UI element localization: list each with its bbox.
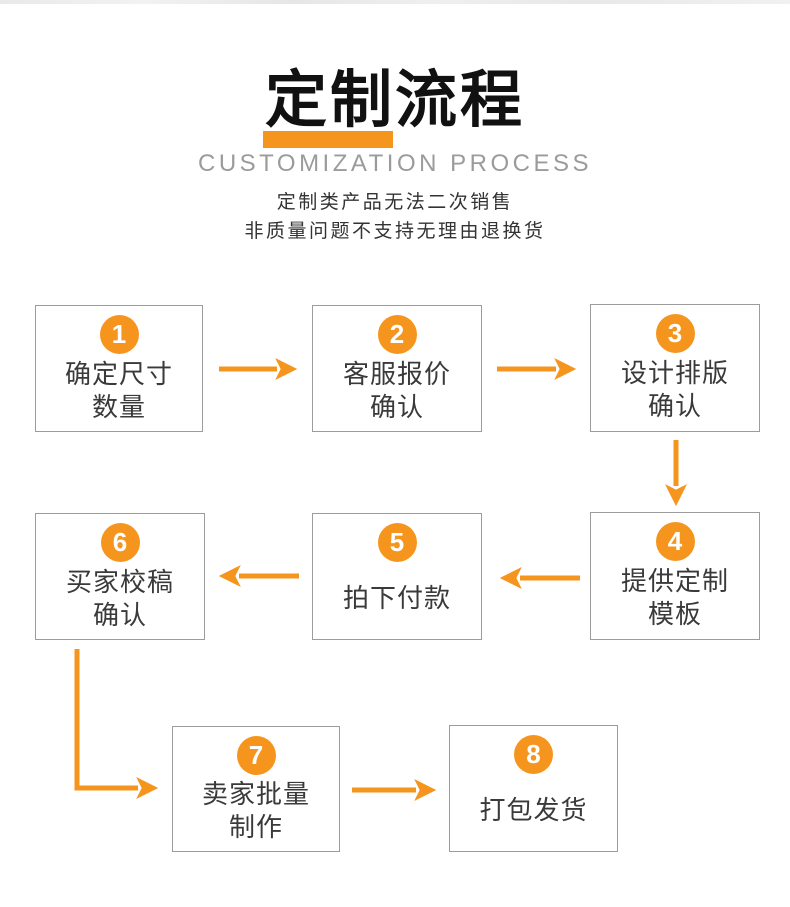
tagline-line-2: 非质量问题不支持无理由退换货 xyxy=(244,221,546,242)
step-5-number-badge: 5 xyxy=(377,523,417,562)
step-4-number-badge: 4 xyxy=(655,522,695,561)
step-number: 7 xyxy=(248,740,264,770)
step-8-number-badge: 8 xyxy=(514,735,553,774)
step-box-2: 2 客服报价 确认 xyxy=(312,305,482,432)
step-label-line: 确认 xyxy=(369,391,424,422)
step-box-1: 1 确定尺寸 数量 xyxy=(35,305,203,432)
step-label-line: 确定尺寸 xyxy=(64,358,173,389)
step-label-line: 数量 xyxy=(91,391,146,422)
step-box-3: 3 设计排版 确认 xyxy=(590,304,760,432)
step-3-label: 设计排版 确认 xyxy=(621,353,729,431)
step-box-6: 6 买家校稿 确认 xyxy=(35,513,205,640)
step-number: 5 xyxy=(389,527,405,557)
step-7-number-badge: 7 xyxy=(236,736,276,775)
step-5-label: 拍下付款 xyxy=(343,562,451,639)
step-4-label: 提供定制 模板 xyxy=(621,561,729,639)
step-number: 3 xyxy=(667,318,683,348)
page-subtitle: CUSTOMIZATION PROCESS xyxy=(198,150,592,177)
tagline: 定制类产品无法二次销售 非质量问题不支持无理由退换货 xyxy=(0,188,790,246)
step-label-line: 设计排版 xyxy=(620,358,729,388)
step-box-4: 4 提供定制 模板 xyxy=(590,512,760,640)
step-6-number-badge: 6 xyxy=(100,523,140,562)
step-box-5: 5 拍下付款 xyxy=(312,513,482,640)
step-number: 8 xyxy=(526,739,541,769)
step-number: 6 xyxy=(112,527,128,557)
step-label-line: 制作 xyxy=(228,812,283,842)
title-wrap: 定制流程 xyxy=(0,58,790,148)
header: 定制流程 CUSTOMIZATION PROCESS 定制类产品无法二次销售 非… xyxy=(0,0,790,246)
step-8-label: 打包发货 xyxy=(479,774,587,851)
step-label-line: 卖家批量 xyxy=(201,779,310,809)
step-number: 2 xyxy=(389,319,405,349)
step-label-line: 拍下付款 xyxy=(342,583,451,613)
arrow-step6-to-step7 xyxy=(74,649,159,800)
step-box-8: 8 打包发货 xyxy=(449,725,618,852)
step-label-line: 提供定制 xyxy=(620,566,729,596)
step-label-line: 确认 xyxy=(647,391,702,421)
step-2-label: 客服报价 确认 xyxy=(343,354,451,431)
page-top-edge-strip xyxy=(0,0,790,4)
step-label-line: 确认 xyxy=(92,599,147,630)
page-title: 定制流程 xyxy=(264,66,525,135)
step-label-line: 模板 xyxy=(647,599,702,629)
step-1-label: 确定尺寸 数量 xyxy=(65,354,173,431)
step-1-number-badge: 1 xyxy=(99,315,139,354)
step-label-line: 客服报价 xyxy=(342,358,451,389)
step-3-number-badge: 3 xyxy=(655,314,695,353)
title-accent-bar xyxy=(263,131,393,148)
step-6-label: 买家校稿 确认 xyxy=(66,562,174,639)
step-7-label: 卖家批量 制作 xyxy=(202,775,310,851)
step-number: 1 xyxy=(111,319,127,349)
step-label-line: 买家校稿 xyxy=(65,566,174,597)
step-number: 4 xyxy=(667,526,683,556)
tagline-line-1: 定制类产品无法二次销售 xyxy=(276,192,514,213)
step-box-7: 7 卖家批量 制作 xyxy=(172,726,340,852)
step-2-number-badge: 2 xyxy=(377,315,417,354)
step-label-line: 打包发货 xyxy=(479,795,588,825)
